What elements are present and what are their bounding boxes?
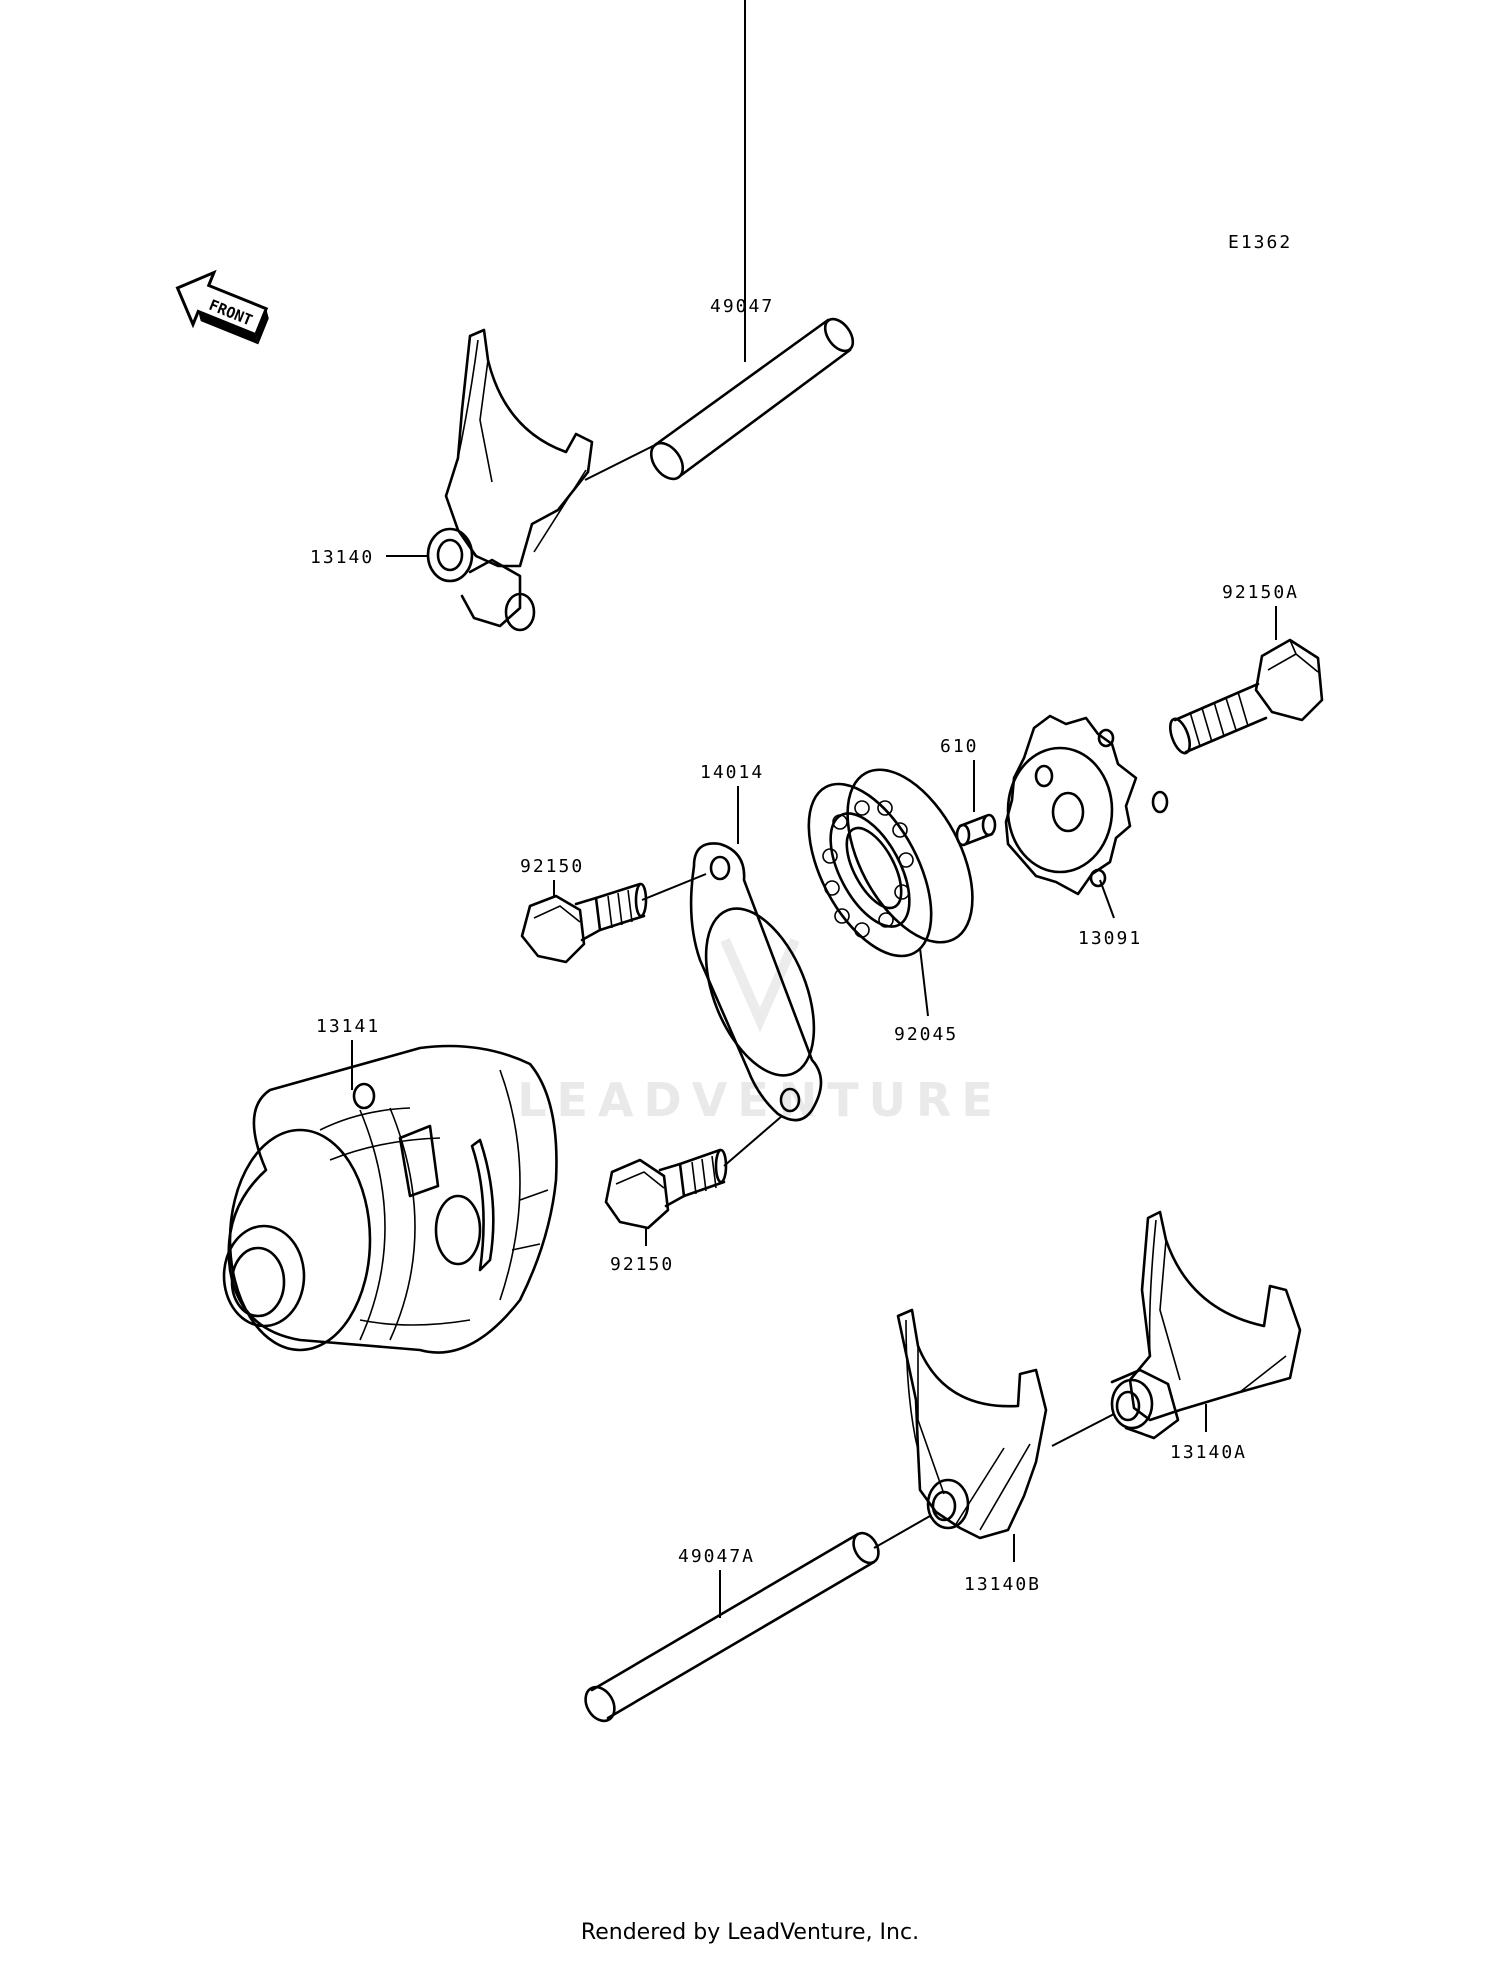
label-49047[interactable]: 49047: [710, 296, 774, 317]
shift-fork-13140[interactable]: [426, 328, 594, 632]
watermark-logo: [720, 937, 800, 1033]
label-92150-top[interactable]: 92150: [520, 856, 584, 877]
label-13140a[interactable]: 13140A: [1170, 1442, 1247, 1463]
label-14014[interactable]: 14014: [700, 762, 764, 783]
leader-rod-fork-top: [584, 444, 656, 481]
watermark: LEADVENTURE: [517, 1073, 1003, 1127]
footer-credit: Rendered by LeadVenture, Inc.: [580, 1920, 920, 1945]
diagram-code: E1362: [1228, 232, 1292, 253]
shift-rod-49047[interactable]: [645, 314, 859, 485]
leader-92045: [919, 947, 929, 1017]
shift-rod-49047a[interactable]: [580, 1529, 884, 1726]
label-13091[interactable]: 13091: [1078, 928, 1142, 949]
label-49047a[interactable]: 49047A: [678, 1546, 755, 1567]
leader-rod-fork-bottom: [873, 1515, 931, 1549]
label-13140[interactable]: 13140: [310, 547, 374, 568]
plate-14014[interactable]: [684, 842, 835, 1122]
shift-fork-13140b[interactable]: [896, 1308, 1048, 1540]
label-610[interactable]: 610: [940, 736, 979, 757]
label-92150a[interactable]: 92150A: [1222, 582, 1299, 603]
bearing-92045[interactable]: [783, 750, 998, 976]
label-13140b[interactable]: 13140B: [964, 1574, 1041, 1595]
front-arrow-icon: FRONT: [175, 269, 269, 345]
shift-drum-13141[interactable]: [222, 1044, 558, 1354]
leader-13091: [1099, 879, 1115, 919]
label-13141[interactable]: 13141: [316, 1016, 380, 1037]
bolt-92150a[interactable]: [1166, 638, 1324, 756]
bolt-92150-bottom[interactable]: [604, 1148, 728, 1230]
leader-forks-bottom: [1051, 1413, 1115, 1447]
bolt-92150-top[interactable]: [520, 882, 648, 964]
pin-610[interactable]: [955, 813, 997, 847]
leader-bolt-plate-top: [641, 873, 707, 901]
shift-fork-13140a[interactable]: [1110, 1210, 1302, 1440]
label-92150-bottom[interactable]: 92150: [610, 1254, 674, 1275]
label-92045[interactable]: 92045: [894, 1024, 958, 1045]
leader-bolt-plate-bottom: [723, 1115, 783, 1167]
shift-drum-cam-13091[interactable]: [1004, 714, 1169, 896]
